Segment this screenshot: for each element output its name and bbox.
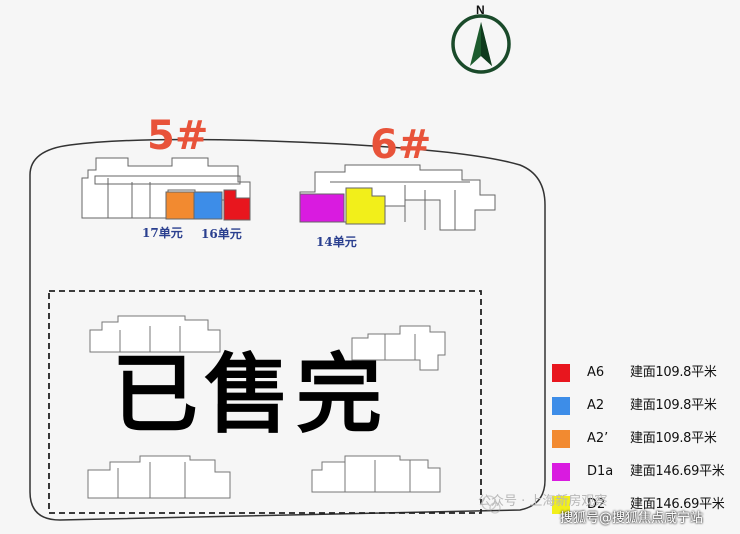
sold-out-buildings [87,315,446,499]
legend-area: 建面109.8平米 [630,365,717,380]
unit-label-17: 17单元 [142,226,183,240]
unit-a2-prime-5 [165,191,195,220]
site-boundary [29,138,546,521]
wechat-icon [481,495,501,514]
building-5-units [165,189,251,221]
legend-code: A6 [587,365,605,380]
wechat-watermark: 公众号 · 上海新房观察 [478,494,608,509]
north-letter: N [476,3,485,17]
legend-code: D1a [587,464,614,479]
unit-d2-6 [345,187,386,225]
legend-swatch [552,430,570,448]
unit-d1a-6 [299,193,345,223]
legend-item-d1a: D1a 建面146.69平米 [552,461,737,494]
building-5-label: 5# [147,113,209,159]
legend-area: 建面146.69平米 [630,464,725,479]
legend-swatch [552,364,570,382]
legend-code: D2 [587,497,606,512]
unit-label-16: 16单元 [201,227,242,241]
legend: A6 建面109.8平米 A2 建面109.8平米 A2’ 建面109.8平米 … [552,362,737,527]
sold-out-stamp: 已售完 [112,345,388,445]
unit-a2-5 [193,191,223,220]
legend-swatch [552,496,570,514]
north-arrow-icon [451,14,511,74]
legend-swatch [552,397,570,415]
legend-code: A2’ [587,431,609,446]
legend-code: A2 [587,398,605,413]
building-5-footprint [81,157,251,219]
legend-item-a2-prime: A2’ 建面109.8平米 [552,428,737,461]
legend-swatch [552,463,570,481]
legend-area: 建面109.8平米 [630,431,717,446]
building-6-label: 6# [370,122,432,168]
legend-item-a6: A6 建面109.8平米 [552,362,737,395]
unit-label-14: 14单元 [316,235,357,249]
legend-area: 建面146.69平米 [630,497,725,512]
legend-item-d2: D2 建面146.69平米 [552,494,737,527]
unit-a6-5 [223,189,251,221]
building-6-units [299,187,386,225]
legend-area: 建面109.8平米 [630,398,717,413]
sold-out-zone [48,290,482,514]
sohu-watermark: 搜狐号@搜狐焦点咸宁站 [560,511,704,526]
legend-item-a2: A2 建面109.8平米 [552,395,737,428]
